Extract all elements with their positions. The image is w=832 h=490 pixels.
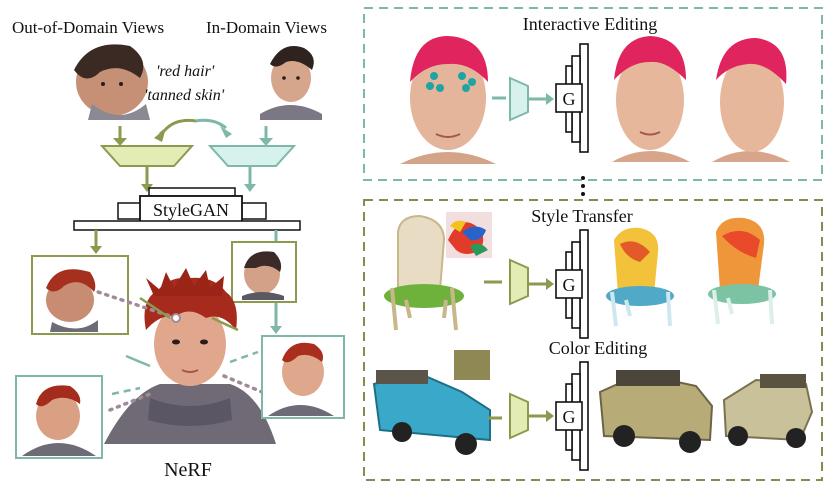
recolored-truck-2 [722,374,814,448]
dash-teal-b [229,350,259,364]
ellipsis-dot-2 [581,184,585,188]
view-line-right [222,374,264,394]
nerf-center-face [104,268,276,444]
face-rendered-left [46,269,98,332]
ood-face-photo [74,44,150,120]
interactive-editing-title: Interactive Editing [523,14,657,34]
face-rendered-bottom-left [22,385,96,456]
stylegan-block: StyleGAN [73,187,301,231]
view-line-left [96,290,178,320]
arrowhead-ood [113,138,127,146]
source-chair [384,214,464,331]
in-domain-face-photo [260,46,322,120]
arrowhead-encoder-ood [141,184,153,192]
arrowhead-encoder-id [244,184,256,192]
interactive-result-side [712,38,790,162]
arrowhead-g-interactive [546,93,554,105]
encoder-ood [99,145,195,167]
generator-style: G [555,229,589,339]
style-painting-thumbnail [446,212,492,258]
arrowhead-g-color [546,410,554,422]
ellipsis-dot-3 [581,192,585,196]
generator-label-color: G [563,407,576,427]
stylized-chair-2 [708,217,776,325]
in-domain-label: In-Domain Views [206,18,327,37]
prompt-red-hair: 'red hair' [156,63,215,80]
recolored-truck-1 [598,370,714,453]
style-transfer-title: Style Transfer [531,206,633,226]
ellipsis-dot-1 [581,176,585,180]
curve-arrowhead-left [154,128,166,142]
arrowhead-g-style [546,278,554,290]
generator-interactive: G [555,43,589,153]
encoder-in-domain [207,145,297,167]
dash-olive-a [139,296,171,320]
arrowhead-id [259,138,273,146]
dash-olive-b [211,316,239,332]
curve-arrowhead-right [220,126,232,138]
view-line-bottom-left [108,392,152,412]
generator-label-interactive: G [563,89,576,109]
stylegan-label: StyleGAN [153,200,229,220]
out-of-domain-label: Out-of-Domain Views [12,18,164,37]
target-color-swatch [454,350,490,380]
stylized-chair-1 [606,227,674,327]
encoder-style [509,258,529,306]
encoder-interactive [509,76,529,122]
interactive-result-front [612,36,690,162]
source-blue-truck [372,370,491,455]
interactive-source-face [400,36,496,164]
nerf-label: NeRF [164,459,212,481]
back-of-head-photo [242,251,284,300]
arrowhead-stylegan-right [270,326,282,334]
color-editing-title: Color Editing [549,338,648,358]
interaction-control-points [426,72,476,92]
curve-arrow-right [195,118,227,130]
face-rendered-right [268,342,334,416]
encoder-color [509,392,529,440]
dash-teal-c [111,386,141,396]
dash-teal-a [125,354,151,368]
curve-arrow-left [159,118,197,136]
view-point-center [171,313,181,323]
prompt-tanned-skin: 'tanned skin' [144,87,225,104]
arrowhead-stylegan-left [90,246,102,254]
generator-color: G [555,361,589,471]
generator-label-style: G [563,275,576,295]
